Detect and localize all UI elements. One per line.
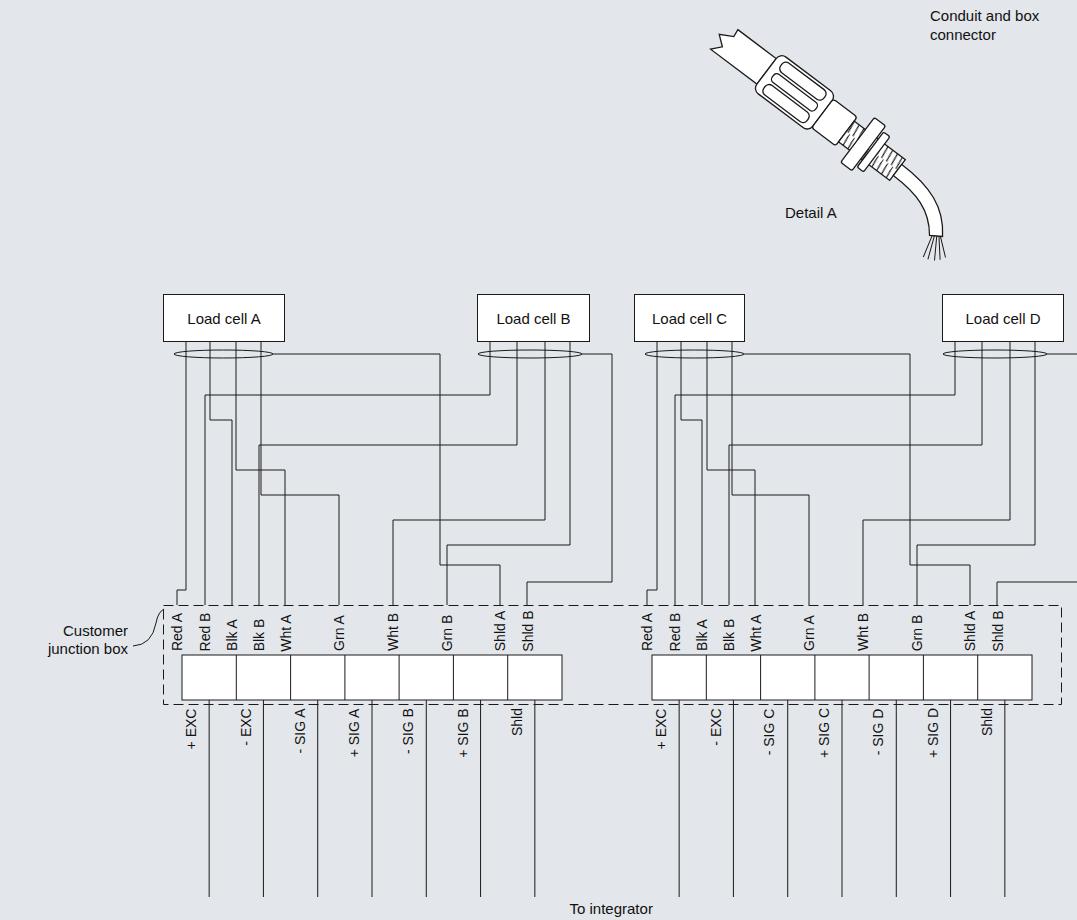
wire (863, 342, 1010, 605)
signal-name: - SIG A (292, 708, 308, 753)
signal-name: + SIG D (925, 708, 941, 758)
wire (447, 342, 570, 605)
shield-wire (997, 354, 1077, 605)
cable-sheath (943, 350, 1047, 358)
wire-color-label: Wht A (747, 614, 763, 651)
wire (681, 342, 702, 605)
signal-name: + SIG B (455, 708, 471, 757)
signal-name: + SIG A (346, 708, 362, 757)
output-wire (950, 700, 951, 897)
note-text: Detail A (785, 203, 837, 222)
wire (707, 342, 755, 605)
signal-name: - SIG B (400, 708, 416, 754)
wire-color-label: Shld B (989, 610, 1005, 651)
output-wire (480, 700, 481, 897)
cable-wires (919, 232, 954, 268)
lock-nut (857, 132, 890, 172)
signal-name: Shld (979, 708, 995, 736)
terminal-strip (182, 655, 562, 700)
signal-name: - SIG C (762, 708, 778, 755)
load-cell-name: Load cell B (496, 310, 570, 327)
note-text: Conduit and box connector (930, 6, 1045, 44)
load-cell-box: Load cell B (477, 294, 590, 342)
load-cell-box: Load cell A (163, 294, 285, 342)
wire-color-label: Shld A (962, 611, 978, 651)
wire (259, 342, 517, 605)
wire-color-label: Blk A (224, 619, 240, 651)
wire-color-label: Grn A (331, 615, 347, 651)
wire-color-label: Shld B (519, 610, 535, 651)
wire-color-label: Red A (639, 613, 655, 651)
output-wire (787, 700, 788, 897)
output-wire (1004, 700, 1005, 897)
wire (647, 342, 657, 605)
wire (177, 342, 186, 605)
shield-wire (527, 354, 612, 605)
load-cell-box: Load cell D (942, 294, 1064, 342)
wire-color-label: Wht A (277, 614, 293, 651)
wire-color-label: Grn B (909, 614, 925, 651)
load-cell-name: Load cell C (652, 310, 727, 327)
output-wire (733, 700, 734, 897)
output-wire (263, 700, 264, 897)
output-wire (426, 700, 427, 897)
signal-name: Shld (509, 708, 525, 736)
shield-wire (744, 354, 970, 605)
load-cell-name: Load cell A (187, 310, 260, 327)
signal-name: - EXC (708, 708, 724, 745)
note-text: To integrator (570, 899, 653, 918)
output-wire (842, 700, 843, 897)
wire-color-label: Wht B (855, 613, 871, 651)
output-wire (534, 700, 535, 897)
signal-name: + SIG C (816, 708, 832, 758)
shield-wire (273, 354, 500, 605)
cable (878, 164, 963, 242)
junction-box: Customer junction box (163, 605, 1062, 705)
cable-sheath (645, 350, 744, 358)
wire-color-label: Red A (169, 613, 185, 651)
wire (210, 342, 232, 605)
conduit-connector (686, 13, 987, 268)
cable-sheath (478, 350, 582, 358)
wire-color-label: Red B (667, 612, 683, 651)
wire-color-label: Red B (197, 612, 213, 651)
wire-color-label: Grn A (801, 615, 817, 651)
output-wire (317, 700, 318, 897)
load-cell-name: Load cell D (965, 310, 1040, 327)
wire-color-label: Blk B (721, 618, 737, 651)
output-wire (896, 700, 897, 897)
wire (729, 342, 982, 605)
output-wire (679, 700, 680, 897)
wire (732, 342, 809, 605)
output-wire (372, 700, 373, 897)
wire-color-label: Blk B (251, 618, 267, 651)
wire-color-label: Grn B (439, 614, 455, 651)
dashed-border (164, 606, 1062, 705)
wire (917, 342, 1035, 605)
box-label: Customer junction box (28, 622, 128, 658)
signal-name: - SIG D (870, 708, 886, 755)
wire-color-label: Blk A (694, 619, 710, 651)
leader-line (133, 609, 164, 646)
output-wire (209, 700, 210, 897)
cable-sheath (174, 350, 273, 358)
terminal-strip (652, 655, 1032, 700)
signal-name: + EXC (183, 708, 199, 749)
signal-name: - EXC (238, 708, 254, 745)
wire (675, 342, 955, 605)
dashed-outline (163, 605, 1062, 705)
load-cell-box: Load cell C (634, 294, 745, 342)
wire-color-label: Wht B (385, 613, 401, 651)
signal-name: + EXC (653, 708, 669, 749)
wire (261, 342, 339, 605)
nut-facet (761, 82, 811, 124)
wire (393, 342, 545, 605)
wire-color-label: Shld A (492, 611, 508, 651)
